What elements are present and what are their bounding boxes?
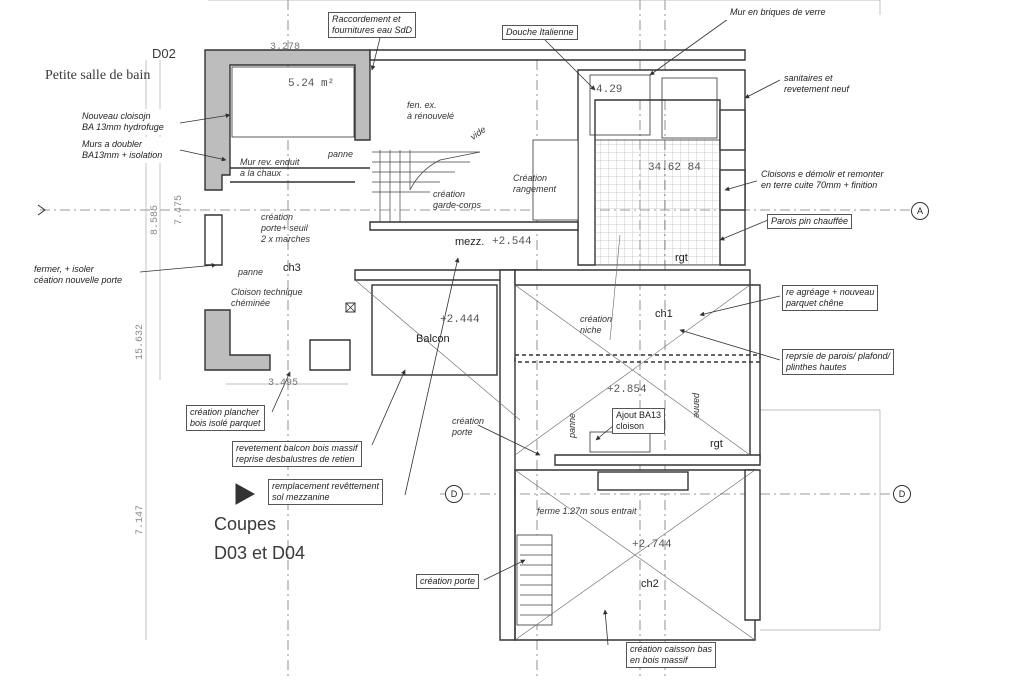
grid-arrows — [37, 204, 256, 505]
section-ref-line1: Coupes — [214, 514, 277, 534]
dim-top: 3.278 — [270, 42, 301, 53]
note-douche: Douche Italienne — [502, 25, 578, 40]
walls — [204, 49, 761, 641]
room-rgt-mid: rgt — [710, 438, 723, 450]
sheet-title: Petite salle de bain — [45, 68, 151, 83]
note-mur-briques: Mur en briques de verre — [726, 5, 830, 20]
dim-left-4: 7.147 — [135, 504, 146, 535]
dim-left-3: 15.632 — [135, 323, 146, 360]
sheet-code: D02 — [152, 46, 176, 61]
stair-lines — [372, 150, 552, 616]
note-parois-pin: Parois pin chauffée — [767, 214, 853, 229]
label-panne-2: panne — [238, 267, 264, 277]
level-sdb-area: 5.24 m² — [288, 78, 335, 90]
dim-left-2: 7.475 — [174, 194, 185, 225]
label-ferme: ferme 1.27m sous entrait — [537, 506, 637, 516]
dim-bottom: 3.495 — [268, 378, 299, 389]
section-ref-line2: D03 et D04 — [214, 543, 306, 563]
level-sdd-area: 4.29 — [596, 84, 623, 96]
level-balcon: +2.444 — [440, 314, 480, 326]
label-fen: fen. ex.à rénouvelé — [407, 100, 455, 121]
label-panne-4: panne — [692, 392, 703, 419]
note-creation-porte-ch2: création porte — [416, 574, 480, 589]
grid-mark-d-right: D — [893, 485, 911, 503]
chimney-symbol — [345, 302, 356, 313]
room-rgt-top: rgt — [675, 252, 688, 264]
dim-left-1: 8.585 — [150, 204, 161, 235]
level-sdd-area2: 34.62 84 — [648, 162, 701, 174]
room-ch2: ch2 — [641, 578, 659, 590]
grid-mark-a: A — [911, 202, 929, 220]
room-ch3: ch3 — [283, 262, 301, 274]
grid-mark-d-left: D — [445, 485, 463, 503]
note-reprise-parois: reprsie de parois/ plafond/plinthes haut… — [782, 349, 895, 375]
room-balcon: Balcon — [416, 333, 450, 345]
level-ch2: +2.744 — [632, 539, 672, 551]
label-panne-3: panne — [567, 412, 578, 439]
room-ch1: ch1 — [655, 308, 673, 320]
room-mezz: mezz. — [455, 236, 485, 248]
label-panne-1: panne — [328, 149, 354, 159]
level-mezz: +2.544 — [492, 236, 532, 248]
level-ch1: +2.854 — [607, 384, 647, 396]
leader-lines — [139, 13, 781, 646]
